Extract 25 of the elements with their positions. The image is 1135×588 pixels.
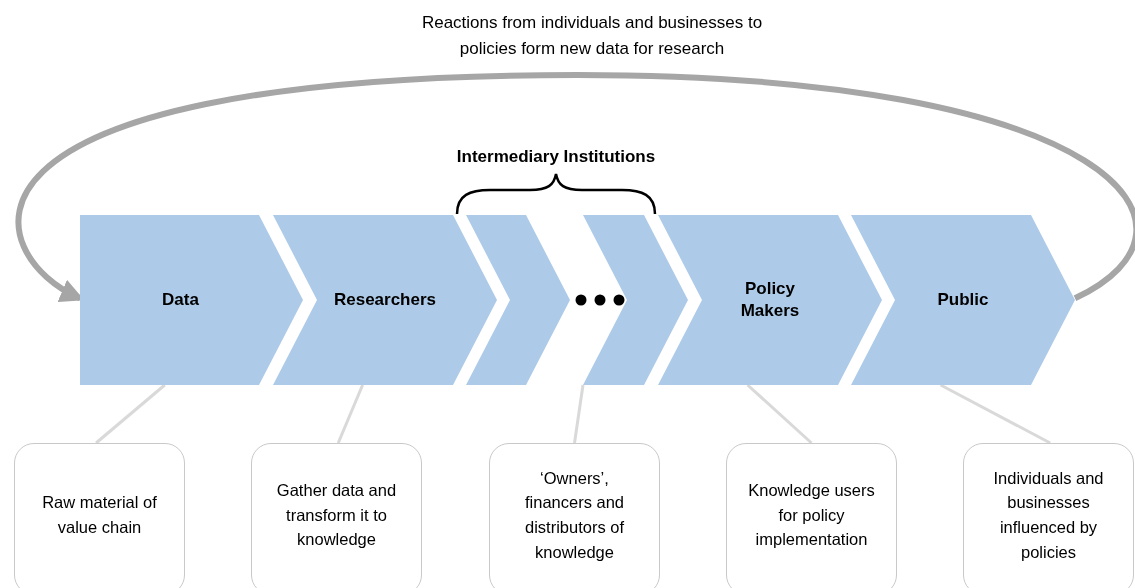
leader-line (336, 384, 364, 444)
chevron-stage (583, 215, 688, 385)
leader-line (95, 383, 166, 445)
chevron-stage (80, 215, 303, 385)
stage-label: Data (162, 288, 199, 311)
description-text: Knowledge users for policy implementation (747, 479, 876, 551)
chevron-stage (851, 215, 1075, 385)
feedback-arrow (15, 72, 1135, 301)
description-text: Individuals and businesses influenced by policies (992, 467, 1105, 563)
group-label: Intermediary Institutions (456, 147, 656, 167)
leader-line (939, 383, 1051, 445)
stage-label: Policy Makers (739, 277, 801, 322)
description-text: Raw material of value chain (41, 492, 158, 538)
description-box (14, 443, 185, 588)
description-box (251, 443, 422, 588)
stage-label: Researchers (333, 288, 437, 311)
description-text: ‘Owners’, financers and distributors of knowledge (523, 467, 626, 563)
leader-line (573, 384, 585, 444)
description-text: Gather data and transform it to knowledge (275, 479, 398, 551)
description-box (963, 443, 1134, 588)
chevron-stage (466, 215, 570, 385)
leader-line (746, 383, 813, 445)
description-box (726, 443, 897, 588)
description-box (489, 443, 660, 588)
stage-label: Public (937, 288, 989, 311)
